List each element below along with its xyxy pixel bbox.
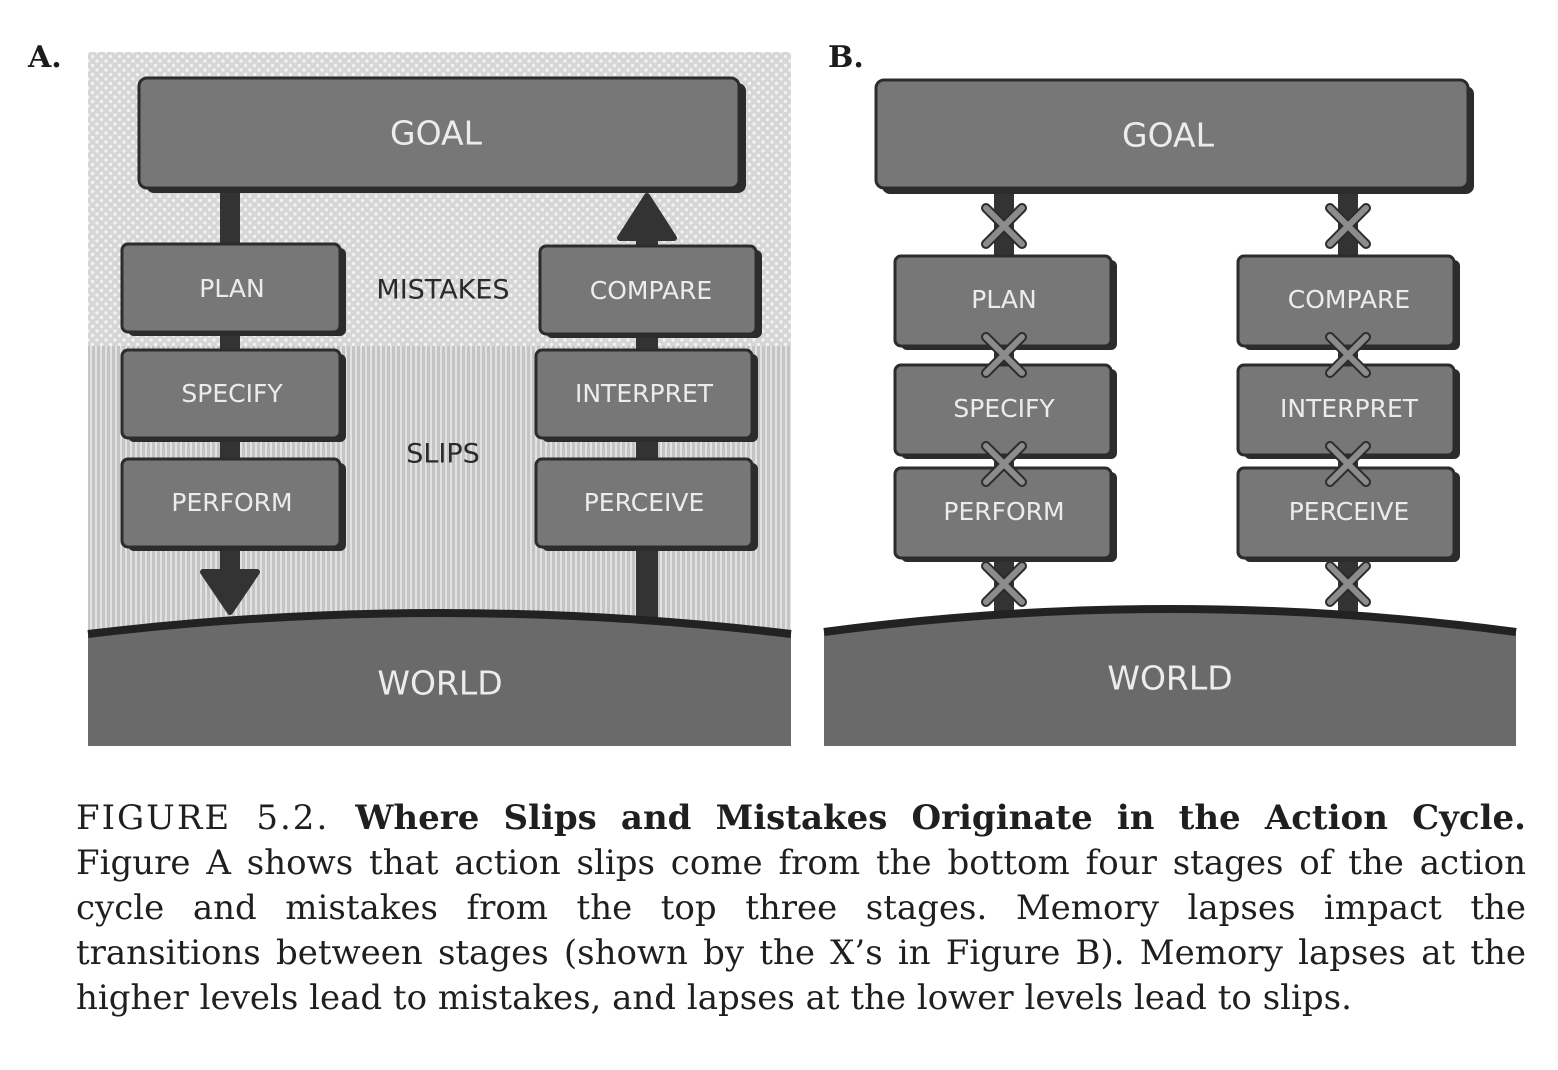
figure-title: Where Slips and Mistakes Originate in th… [355,798,1526,838]
panel-a-letter: A. [28,40,62,75]
panel-b-letter: B. [828,40,864,75]
interpret-label-a: INTERPRET [575,379,714,408]
up-arrow-icon [617,193,677,241]
specify-box-b [893,363,1113,457]
down-arrow-icon [200,569,260,615]
panel-a: GOAL PLAN SPECIFY PERFORM COMPARE INTERP… [87,52,792,746]
perform-box-a [120,457,342,549]
perceive-label-a: PERCEIVE [584,488,705,517]
figure-number: FIGURE 5.2. [76,798,330,838]
compare-box-a [538,244,758,336]
plan-label-a: PLAN [199,274,264,303]
goal-box-a [137,76,741,190]
plan-box-b [893,254,1113,348]
specify-label-a: SPECIFY [181,379,283,408]
figure-caption-body: Figure A shows that action slips come fr… [76,843,1526,1018]
world-label-a: WORLD [377,664,502,703]
slips-label: SLIPS [406,439,480,470]
perform-label-b: PERFORM [943,497,1064,526]
goal-box-b [874,78,1470,190]
world-region-a [88,613,791,746]
specify-box-a [120,348,342,440]
plan-box-a [120,242,342,334]
panel-b: GOAL PLAN SPECIFY PERFORM COMPARE INTERP… [823,78,1517,746]
figure-caption: FIGURE 5.2. Where Slips and Mistakes Orig… [76,796,1526,1021]
world-label-b: WORLD [1107,659,1232,698]
specify-label-b: SPECIFY [953,394,1055,423]
world-region-b [824,609,1516,746]
goal-label-b: GOAL [1122,116,1215,155]
perceive-label-b: PERCEIVE [1289,497,1410,526]
interpret-label-b: INTERPRET [1280,394,1419,423]
plan-label-b: PLAN [971,285,1036,314]
goal-label-a: GOAL [390,114,483,153]
interpret-box-a [534,348,754,440]
compare-label-a: COMPARE [590,276,712,305]
compare-label-b: COMPARE [1288,285,1410,314]
mistakes-label: MISTAKES [376,275,509,306]
perceive-box-a [534,457,754,549]
perform-label-a: PERFORM [171,488,292,517]
action-cycle-figure: GOAL PLAN SPECIFY PERFORM COMPARE INTERP… [87,52,1517,746]
